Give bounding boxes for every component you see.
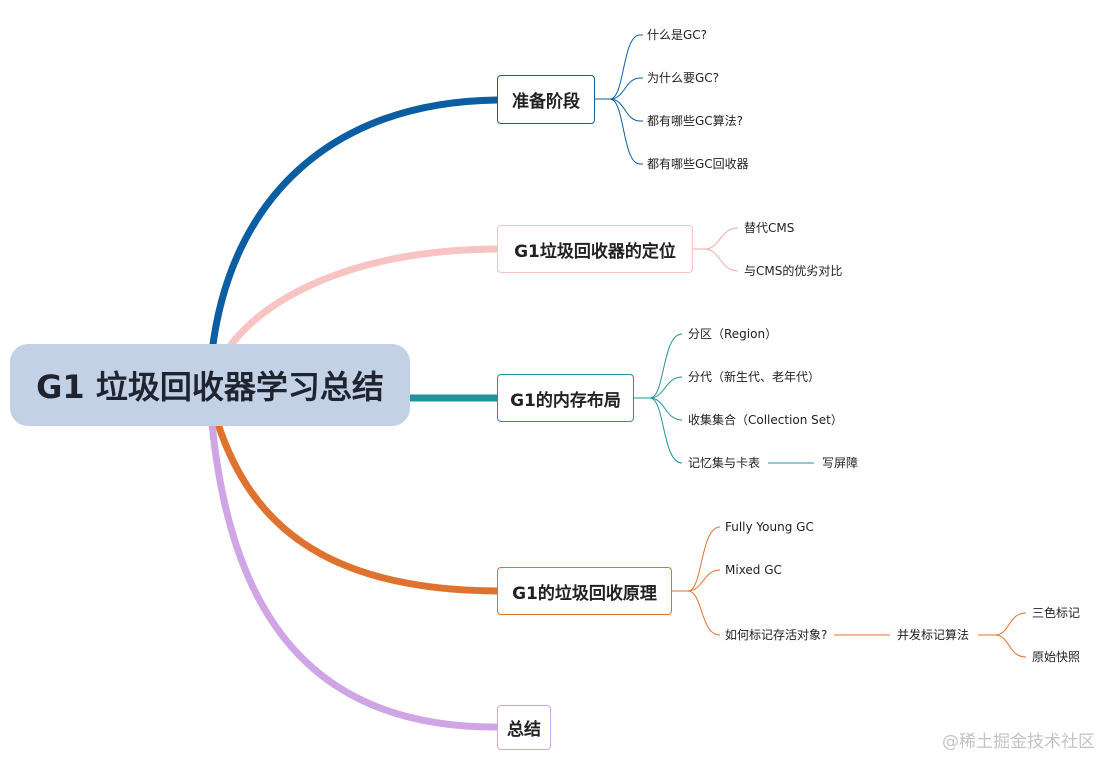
leaf-write-barrier[interactable]: 写屏障 xyxy=(822,456,859,470)
leaf-what-is-gc[interactable]: 什么是GC? xyxy=(647,28,708,42)
leaf-gc-algorithms[interactable]: 都有哪些GC算法? xyxy=(647,114,744,128)
leaf-region[interactable]: 分区（Region） xyxy=(688,327,778,341)
leaf-remembered-set[interactable]: 记忆集与卡表 xyxy=(688,456,761,470)
branch-prep[interactable]: 准备阶段 xyxy=(497,75,595,124)
leaf-replace-cms[interactable]: 替代CMS xyxy=(744,221,795,235)
leaf-snapshot[interactable]: 原始快照 xyxy=(1032,650,1081,664)
branch-principle[interactable]: G1的垃圾回收原理 xyxy=(497,567,672,615)
branch-line-principle xyxy=(214,420,501,595)
leaf-concurrent-marking[interactable]: 并发标记算法 xyxy=(897,628,970,642)
branch-summary[interactable]: 总结 xyxy=(497,705,551,750)
branch-line-position xyxy=(222,245,501,356)
leaf-collection-set[interactable]: 收集集合（Collection Set） xyxy=(688,413,843,427)
branch-position[interactable]: G1垃圾回收器的定位 xyxy=(497,225,693,273)
branch-line-summary xyxy=(208,420,501,731)
leaf-mark-live-objects[interactable]: 如何标记存活对象? xyxy=(725,628,828,642)
leaf-why-gc[interactable]: 为什么要GC? xyxy=(647,71,720,85)
prep-connectors xyxy=(595,34,643,165)
watermark: @稀土掘金技术社区 xyxy=(942,732,1095,752)
memory-connectors xyxy=(634,333,814,464)
position-connectors xyxy=(693,227,739,272)
leaf-tricolor-marking[interactable]: 三色标记 xyxy=(1032,606,1081,620)
leaf-gc-collectors[interactable]: 都有哪些GC回收器 xyxy=(647,157,749,171)
branch-line-prep xyxy=(208,96,501,356)
leaf-generation[interactable]: 分代（新生代、老年代） xyxy=(688,370,821,384)
root-topic[interactable]: G1 垃圾回收器学习总结 xyxy=(10,344,410,426)
leaf-compare-cms[interactable]: 与CMS的优劣对比 xyxy=(744,264,843,278)
principle-connectors xyxy=(672,526,1027,658)
leaf-fully-young-gc[interactable]: Fully Young GC xyxy=(725,520,814,534)
branch-memory[interactable]: G1的内存布局 xyxy=(497,374,634,422)
leaf-mixed-gc[interactable]: Mixed GC xyxy=(725,563,782,577)
